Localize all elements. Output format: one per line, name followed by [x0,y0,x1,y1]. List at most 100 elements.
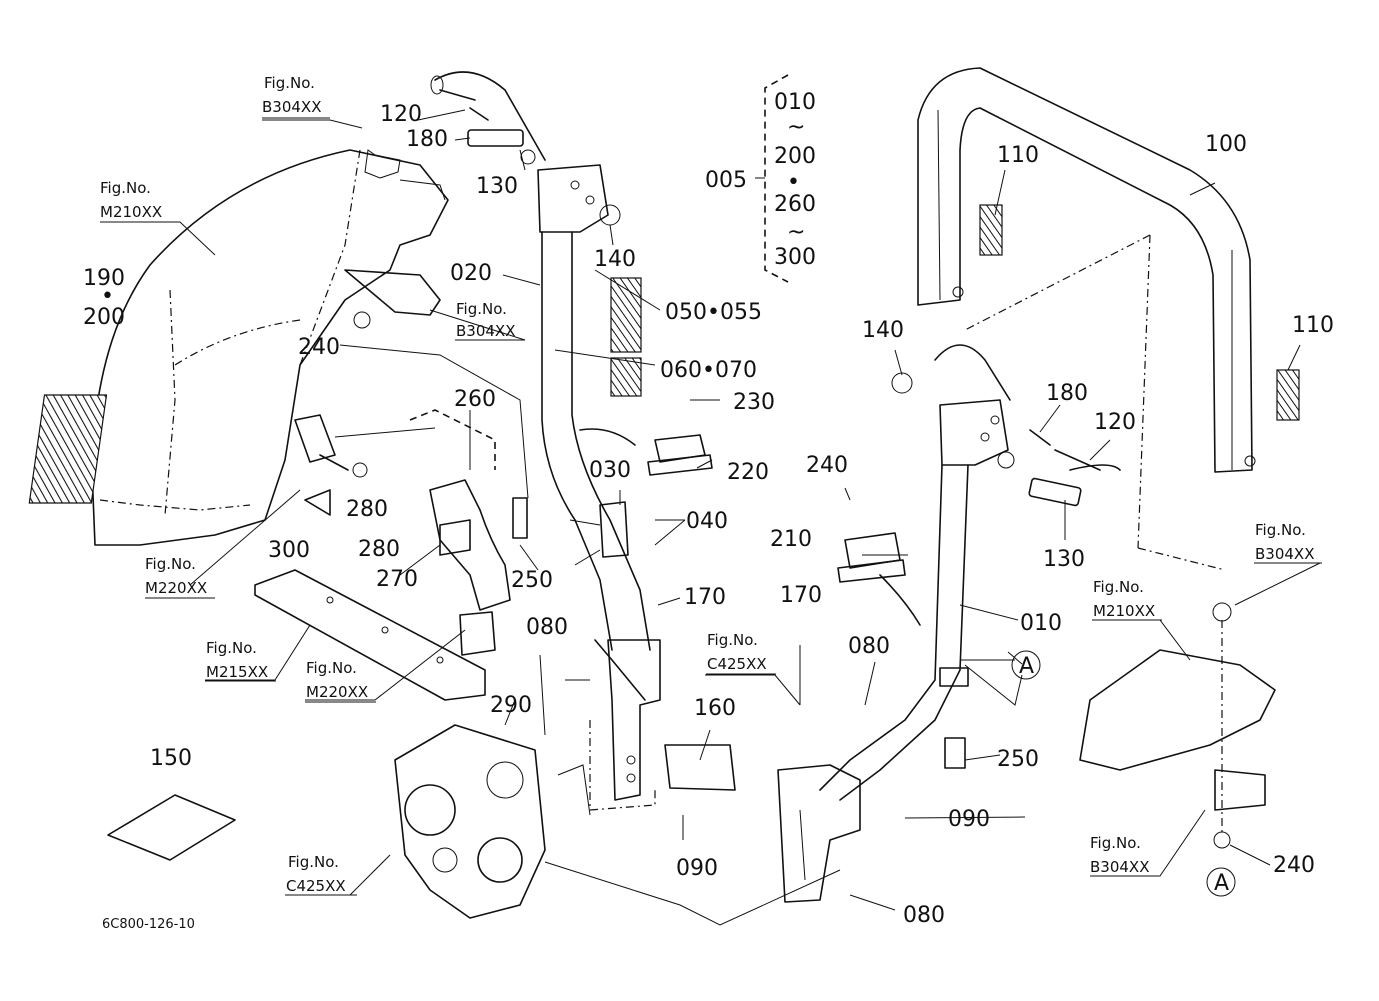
detail-a-label-2: A [1214,871,1229,896]
transmission-case [394,724,546,919]
callout-240-right: 240 [1273,853,1315,878]
fig-ref-m210-left[interactable]: M210XX [100,203,162,221]
fig-ref-c425-mid[interactable]: C425XX [707,655,767,673]
callout-190-200-dot: • [101,284,114,309]
floor-bracket-right [1079,602,1276,849]
fender-left [28,149,449,546]
reflector-110-top [979,204,1003,256]
bracket-300 [304,489,331,516]
fig-ref-c425-bottom[interactable]: C425XX [286,877,346,895]
callout-080-mid: 080 [848,634,890,659]
fig-ref-m220-left[interactable]: M220XX [145,579,207,597]
fig-label-5: Fig.No. [206,639,257,657]
range-dot: • [787,170,800,195]
rops-post-left [537,164,661,811]
range-bracket-005 [764,74,789,283]
callout-110-right: 110 [1292,313,1334,338]
manual-book [107,794,236,861]
range-tilde-1: ~ [787,115,805,140]
callout-050-055: 050•055 [665,300,762,325]
callout-190: 190 [83,266,125,291]
range-260: 260 [774,192,816,217]
callout-240-left: 240 [298,335,340,360]
bolt-250-left [512,497,528,539]
callout-180-left: 180 [406,127,448,152]
callout-080-left: 080 [526,615,568,640]
callout-300: 300 [268,538,310,563]
fig-ref-b304-right-top[interactable]: B304XX [1255,545,1314,563]
callout-230: 230 [733,390,775,415]
callout-140-right: 140 [862,318,904,343]
range-010: 010 [774,90,816,115]
callout-260: 260 [454,387,496,412]
detail-a-circle-1 [1011,650,1041,680]
callout-290: 290 [490,693,532,718]
fig-label-6: Fig.No. [306,659,357,677]
bracket-240-top [344,269,441,316]
fig-ref-m215[interactable]: M215XX [206,663,268,681]
reflector-110-right [1276,369,1300,421]
arrow-220 [579,428,636,446]
callout-140-left: 140 [594,247,636,272]
fig-label-3: Fig.No. [456,300,507,318]
callout-280-bottom: 280 [358,537,400,562]
callout-150: 150 [150,746,192,771]
callout-250-right: 250 [997,747,1039,772]
fig-label-7: Fig.No. [288,853,339,871]
drawing-code: 6C800-126-10 [102,917,195,932]
warning-decal-060 [610,357,642,397]
fig-ref-m220-mid[interactable]: M220XX [306,683,368,701]
fig-label-2: Fig.No. [100,179,151,197]
spacer-030 [599,501,629,558]
fig-ref-b304-mid[interactable]: B304XX [456,322,515,340]
callout-020: 020 [450,261,492,286]
callout-280-top: 280 [346,497,388,522]
callout-210: 210 [770,527,812,552]
warning-decal-050 [610,277,642,353]
callout-120-left: 120 [380,102,422,127]
callout-120-right: 120 [1094,410,1136,435]
callout-030: 030 [589,458,631,483]
fig-ref-underlines [100,117,1322,896]
detail-a-label-1: A [1019,654,1034,679]
cover-220 [647,434,713,476]
seatbelt-group-bracket [409,409,496,470]
fig-label-1: Fig.No. [264,74,315,92]
fig-label-8: Fig.No. [707,631,758,649]
callout-080-bottom: 080 [903,903,945,928]
callout-270: 270 [376,567,418,592]
callout-090-left: 090 [676,856,718,881]
callout-110-top: 110 [997,143,1039,168]
fig-label-11: Fig.No. [1090,834,1141,852]
range-tilde-2: ~ [787,220,805,245]
callout-250-left: 250 [511,568,553,593]
bolt-250-right [944,737,966,769]
callout-040: 040 [686,509,728,534]
callout-160: 160 [694,696,736,721]
fig-label-4: Fig.No. [145,555,196,573]
rops-post-right [777,399,1009,903]
plate-160 [664,744,736,791]
detail-a-circle-2 [1206,867,1236,897]
callout-100: 100 [1205,132,1247,157]
pin-assembly-right [891,344,1121,507]
callout-220: 220 [727,460,769,485]
callout-200: 200 [83,305,125,330]
callout-170-left: 170 [684,585,726,610]
fig-label-9: Fig.No. [1255,521,1306,539]
callout-005: 005 [705,168,747,193]
rops-top-frame [917,67,1256,571]
bracket-plate [254,569,496,701]
fig-ref-b304-right-bottom[interactable]: B304XX [1090,858,1149,876]
arrow-210 [879,574,921,626]
range-200: 200 [774,144,816,169]
fender-decal [28,394,108,504]
fig-ref-b304-top[interactable]: B304XX [262,98,321,116]
pin-assembly-left [430,71,621,226]
range-300: 300 [774,245,816,270]
fig-ref-m210-right[interactable]: M210XX [1093,602,1155,620]
callout-180-right: 180 [1046,381,1088,406]
cover-210 [837,532,906,583]
callout-130-left: 130 [476,174,518,199]
callout-060-070: 060•070 [660,358,757,383]
